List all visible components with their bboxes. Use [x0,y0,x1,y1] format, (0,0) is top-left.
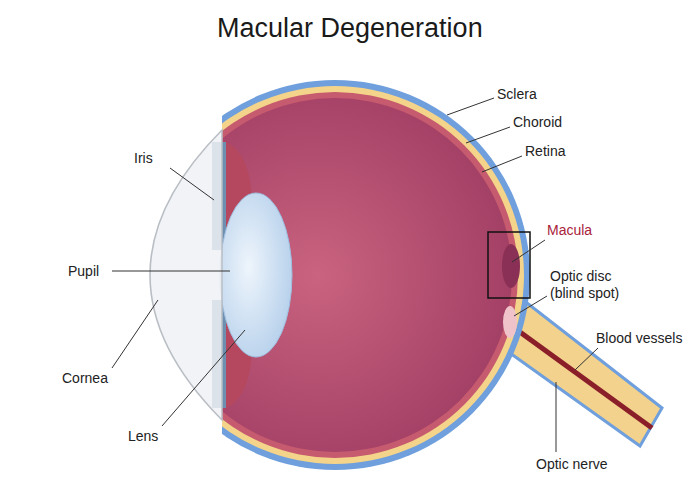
part-label: Cornea [62,370,108,387]
part-label: Blood vessels [596,330,682,347]
lens-shape [220,193,292,357]
leader-lines [112,98,598,452]
part-label: Optic disc (blind spot) [550,268,638,302]
optic-disc-shape [503,306,517,338]
part-label: Macula [547,222,592,239]
part-label: Iris [134,150,153,167]
part-label: Sclera [497,86,537,103]
macula-spot [502,244,520,288]
eyeball-shape [222,80,530,470]
part-label: Choroid [513,114,562,131]
part-label: Lens [128,428,158,445]
macula-box [488,232,530,298]
part-label: Optic nerve [536,456,608,473]
part-label: Retina [525,143,565,160]
optic-nerve-shape [503,296,662,446]
part-label: Pupil [68,263,99,280]
cornea-shape [150,130,222,420]
diagram-title: Macular Degeneration [217,12,483,44]
